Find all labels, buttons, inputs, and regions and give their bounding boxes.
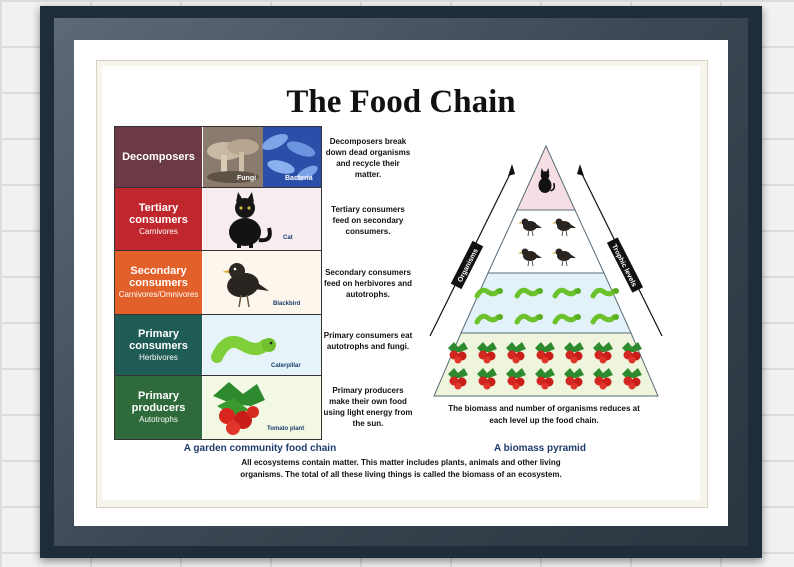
desc-tertiary: Tertiary consumers feed on secondary con… — [331, 205, 405, 236]
level-band-tertiary: Tertiary consumers Carnivores — [115, 188, 202, 250]
desc-primary-producers: Primary producers make their own food us… — [323, 386, 413, 428]
level-band-decomposers: Decomposers — [115, 127, 202, 187]
caption-bacteria: Bacteria — [285, 175, 313, 182]
pyramid-note: The biomass and number of organisms redu… — [448, 404, 640, 425]
biomass-pyramid: Organisms Trophic levels — [412, 140, 680, 402]
level-subtitle: Carnivores — [139, 226, 178, 236]
chain-row-primary-consumers: Primary consumers Herbivores Caterpillar — [115, 315, 321, 375]
level-band-primary-consumers: Primary consumers Herbivores — [115, 315, 202, 375]
pyramid-tier-primary-consumers — [460, 272, 632, 334]
row-divider — [115, 250, 321, 251]
biomass-summary: All ecosystems contain matter. This matt… — [240, 458, 562, 479]
row-divider — [115, 314, 321, 315]
caption-cat: Cat — [283, 235, 293, 241]
level-band-secondary: Secondary consumers Carnivores/Omnivores — [115, 251, 202, 314]
tomato-plant-image — [203, 376, 321, 439]
level-band-primary-producers: Primary producers Autotrophs — [115, 376, 202, 439]
pyramid-caption: A biomass pyramid — [494, 443, 586, 454]
level-name: Secondary consumers — [129, 265, 188, 289]
caption-tomato-plant: Tomato plant — [267, 426, 305, 432]
desc-primary-consumers: Primary consumers eat autotrophs and fun… — [323, 331, 413, 351]
row-divider — [115, 187, 321, 188]
poster-title: The Food Chain — [286, 84, 516, 120]
chain-row-primary-producers: Primary producers Autotrophs Tomato plan… — [115, 376, 321, 439]
level-subtitle: Autotrophs — [139, 415, 178, 424]
level-name: Primary producers — [131, 390, 186, 414]
desc-secondary: Secondary consumers feed on herbivores a… — [323, 268, 413, 299]
level-subtitle: Carnivores/Omnivores — [118, 290, 199, 299]
caterpillar-image — [203, 315, 321, 375]
desc-decomposers: Decomposers break down dead organisms an… — [325, 137, 411, 179]
cat-image — [203, 188, 321, 250]
food-chain-table: Decomposers Fungi Bacteria Tertiary cons — [114, 126, 322, 440]
caption-blackbird: Blackbird — [273, 301, 301, 307]
level-name: Decomposers — [122, 151, 195, 163]
caption-fungi: Fungi — [237, 175, 257, 182]
chain-row-secondary: Secondary consumers Carnivores/Omnivores… — [115, 251, 321, 314]
row-divider — [115, 375, 321, 376]
caption-caterpillar: Caterpillar — [271, 363, 301, 369]
decomposers-image — [203, 127, 321, 187]
chain-row-tertiary: Tertiary consumers Carnivores Cat — [115, 188, 321, 250]
chain-row-decomposers: Decomposers Fungi Bacteria — [115, 127, 321, 187]
pyramid-tier-secondary — [487, 209, 605, 274]
level-name: Tertiary consumers — [129, 201, 188, 226]
level-subtitle: Herbivores — [139, 352, 178, 362]
blackbird-image — [203, 251, 321, 314]
food-chain-caption: A garden community food chain — [183, 443, 337, 454]
level-name: Primary consumers — [129, 327, 188, 352]
